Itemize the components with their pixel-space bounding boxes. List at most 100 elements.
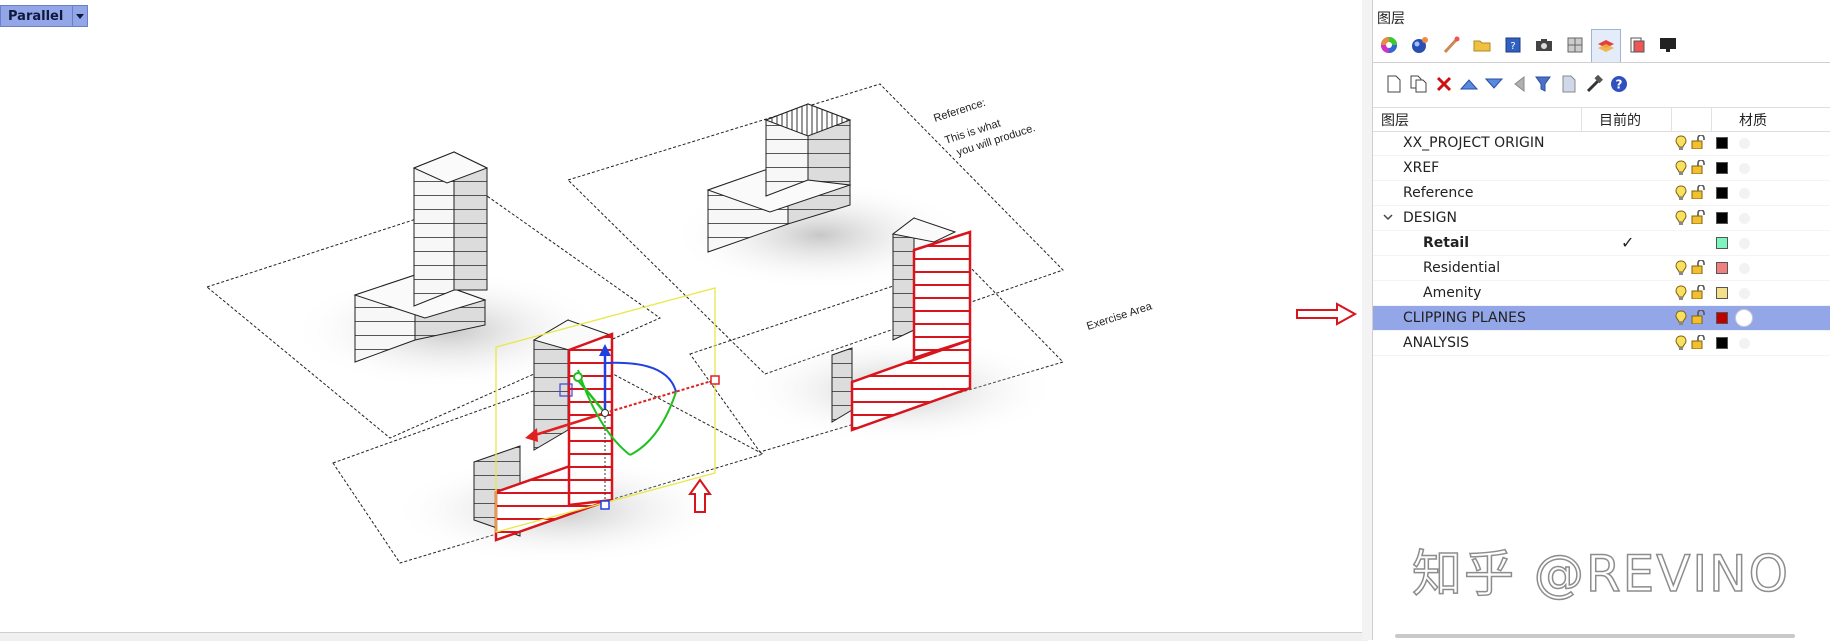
layer-color-swatch[interactable]	[1716, 137, 1728, 149]
clipped-face-right-tower	[912, 230, 972, 360]
tab-color-wheel-icon[interactable]	[1374, 29, 1404, 61]
move-down-icon[interactable]	[1481, 71, 1506, 97]
layer-row[interactable]: Residential	[1373, 256, 1830, 281]
layer-name[interactable]: Retail	[1423, 235, 1470, 251]
svg-text:?: ?	[1510, 41, 1515, 52]
scene-canvas[interactable]: Reference: This is what you will produce…	[0, 0, 1362, 632]
lightbulb-icon[interactable]	[1675, 260, 1687, 280]
new-layer-icon[interactable]	[1381, 71, 1406, 97]
layer-color-swatch[interactable]	[1716, 312, 1728, 324]
column-current[interactable]: 目前的	[1599, 113, 1641, 129]
tab-monitor-icon[interactable]	[1653, 29, 1683, 61]
lightbulb-icon[interactable]	[1675, 335, 1687, 355]
document-icon[interactable]	[1556, 71, 1581, 97]
layer-grid-header: 图层 目前的 材质	[1373, 107, 1830, 132]
layer-color-swatch[interactable]	[1716, 162, 1728, 174]
unlock-icon[interactable]	[1691, 134, 1705, 153]
tools-icon[interactable]	[1581, 71, 1606, 97]
layer-name[interactable]: DESIGN	[1403, 210, 1457, 226]
unlock-icon[interactable]	[1691, 159, 1705, 178]
layer-row[interactable]: ANALYSIS	[1373, 331, 1830, 356]
layer-name[interactable]: CLIPPING PLANES	[1403, 310, 1526, 326]
material-swatch[interactable]	[1739, 188, 1750, 199]
tab-folder-icon[interactable]	[1467, 29, 1497, 61]
column-layer[interactable]: 图层	[1381, 113, 1409, 129]
material-swatch[interactable]	[1739, 288, 1750, 299]
unlock-icon[interactable]	[1691, 309, 1705, 328]
help-icon[interactable]: ?	[1606, 71, 1631, 97]
layer-row[interactable]: Retail ✓	[1373, 231, 1830, 256]
building-reference	[706, 103, 852, 253]
unlock-icon[interactable]	[1691, 259, 1705, 278]
clipped-face-right-low	[850, 338, 972, 432]
annotation-arrow-right-icon	[1296, 302, 1358, 326]
lightbulb-icon[interactable]	[1675, 285, 1687, 305]
svg-text:?: ?	[1615, 78, 1622, 92]
material-swatch[interactable]	[1739, 163, 1750, 174]
layer-color-swatch[interactable]	[1716, 237, 1728, 249]
tab-help-page-icon[interactable]: ?	[1498, 29, 1528, 61]
new-sublayer-icon[interactable]	[1406, 71, 1431, 97]
panel-splitter[interactable]	[1362, 0, 1372, 640]
unlock-icon[interactable]	[1691, 184, 1705, 203]
unlock-icon[interactable]	[1691, 334, 1705, 353]
material-swatch[interactable]	[1739, 338, 1750, 349]
layer-name[interactable]: Residential	[1423, 260, 1501, 276]
building-right	[831, 216, 957, 423]
material-swatch[interactable]	[1739, 138, 1750, 149]
lightbulb-icon[interactable]	[1675, 135, 1687, 155]
tab-layers-icon[interactable]	[1591, 29, 1621, 62]
layer-name[interactable]: Reference	[1403, 185, 1474, 201]
move-up-icon[interactable]	[1456, 71, 1481, 97]
current-layer-check[interactable]: ✓	[1621, 233, 1635, 252]
unlock-icon[interactable]	[1691, 209, 1705, 228]
gumball-widget[interactable]	[525, 344, 720, 510]
layer-row[interactable]: XX_PROJECT ORIGIN	[1373, 131, 1830, 156]
column-material[interactable]: 材质	[1739, 113, 1767, 129]
tab-camera-icon[interactable]	[1529, 29, 1559, 61]
material-swatch[interactable]	[1739, 238, 1750, 249]
panel-scrollbar[interactable]	[1395, 634, 1795, 638]
tab-material-sphere-icon[interactable]	[1405, 29, 1435, 61]
panel-title: 图层	[1377, 11, 1405, 27]
chevron-down-icon[interactable]	[1382, 211, 1394, 223]
viewport-parallel[interactable]: Parallel	[0, 0, 1363, 632]
layer-name[interactable]: XX_PROJECT ORIGIN	[1403, 135, 1545, 151]
material-swatch[interactable]	[1739, 213, 1750, 224]
lightbulb-icon[interactable]	[1675, 210, 1687, 230]
layer-name[interactable]: ANALYSIS	[1403, 335, 1470, 351]
viewport-bottom-strip	[0, 632, 1368, 641]
tab-book-icon[interactable]	[1622, 29, 1652, 61]
annotation-arrow-up-icon	[688, 478, 712, 513]
layer-color-swatch[interactable]	[1716, 187, 1728, 199]
lightbulb-icon[interactable]	[1675, 160, 1687, 180]
layer-color-swatch[interactable]	[1716, 287, 1728, 299]
material-swatch[interactable]	[1735, 309, 1753, 327]
layer-name[interactable]: XREF	[1403, 160, 1440, 176]
tab-grid-view-icon[interactable]	[1560, 29, 1590, 61]
layer-row[interactable]: Reference	[1373, 181, 1830, 206]
viewport-title-tab[interactable]: Parallel	[0, 5, 88, 27]
lightbulb-icon[interactable]	[1675, 310, 1687, 330]
layer-color-swatch[interactable]	[1716, 212, 1728, 224]
layer-row[interactable]: CLIPPING PLANES	[1373, 306, 1830, 331]
layer-row[interactable]: DESIGN	[1373, 206, 1830, 231]
lightbulb-icon[interactable]	[1675, 185, 1687, 205]
layer-name[interactable]: Amenity	[1423, 285, 1482, 301]
material-swatch[interactable]	[1739, 263, 1750, 274]
clipping-plane	[495, 287, 716, 533]
filter-icon[interactable]	[1531, 71, 1556, 97]
unlock-icon[interactable]	[1691, 284, 1705, 303]
layer-color-swatch[interactable]	[1716, 337, 1728, 349]
reference-title: Reference:	[932, 97, 987, 125]
tab-brush-icon[interactable]	[1436, 29, 1466, 61]
layer-row[interactable]: XREF	[1373, 156, 1830, 181]
exercise-area-label: Exercise Area	[1085, 300, 1154, 333]
delete-icon[interactable]	[1431, 71, 1456, 97]
layer-color-swatch[interactable]	[1716, 262, 1728, 274]
chevron-down-icon[interactable]	[72, 6, 87, 26]
move-left-icon[interactable]	[1506, 71, 1531, 97]
layer-row[interactable]: Amenity	[1373, 281, 1830, 306]
panel-tab-strip: ?	[1373, 28, 1830, 63]
